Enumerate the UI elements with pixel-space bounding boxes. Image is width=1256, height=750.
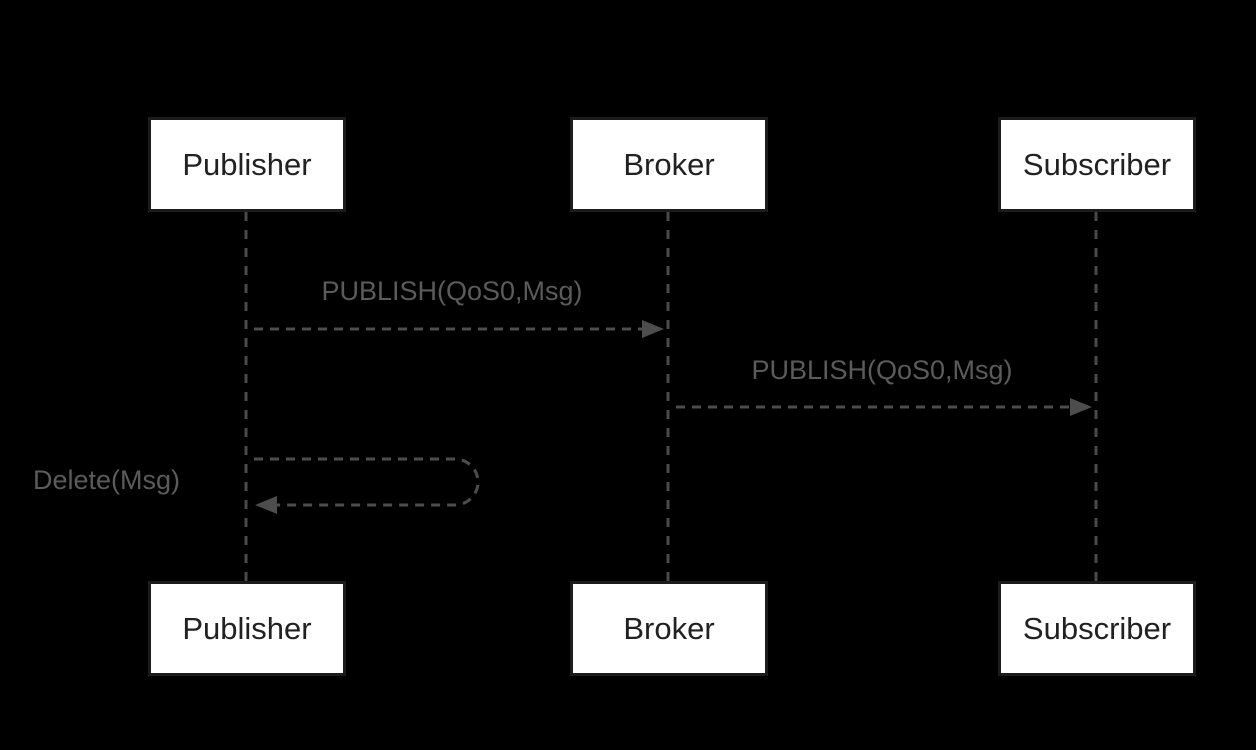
participant-box-publisher-bottom[interactable]: Publisher [148, 581, 346, 676]
message-label-delete-self-loop: Delete(Msg) [33, 465, 181, 495]
participant-box-subscriber-bottom[interactable]: Subscriber [998, 581, 1196, 676]
participant-label-publisher-top: Publisher [182, 147, 312, 182]
arrowhead [642, 320, 664, 338]
message-label-publish-to-broker: PUBLISH(QoS0,Msg) [321, 276, 583, 306]
participant-label-broker-bottom: Broker [623, 611, 715, 646]
participant-label-publisher-bottom: Publisher [182, 611, 312, 646]
participant-box-broker-top[interactable]: Broker [570, 117, 768, 212]
message-label-publish-to-subscriber: PUBLISH(QoS0,Msg) [751, 355, 1013, 385]
arrowhead [1070, 398, 1092, 416]
participant-box-publisher-top[interactable]: Publisher [148, 117, 346, 212]
participant-label-subscriber-top: Subscriber [1022, 147, 1172, 182]
message-publish-to-broker [254, 320, 664, 338]
message-publish-to-subscriber [676, 398, 1092, 416]
participant-label-subscriber-bottom: Subscriber [1022, 611, 1172, 646]
participant-box-subscriber-top[interactable]: Subscriber [998, 117, 1196, 212]
participant-label-broker-top: Broker [623, 147, 715, 182]
participant-box-broker-bottom[interactable]: Broker [570, 581, 768, 676]
message-path [254, 457, 480, 507]
message-delete-self-loop [254, 457, 480, 514]
arrowhead [255, 496, 277, 514]
